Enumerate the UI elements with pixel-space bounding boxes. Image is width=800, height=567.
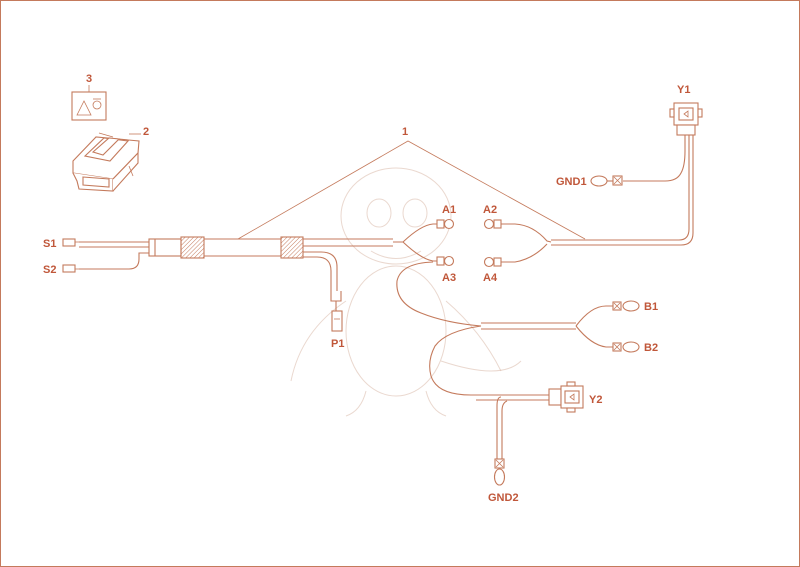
label-a3: A3: [442, 272, 456, 284]
main-harness: [79, 236, 393, 302]
label-y1: Y1: [677, 84, 690, 96]
branch-a1-a3: [393, 218, 455, 267]
rocker-switch-icon: [72, 132, 141, 192]
label-p1: P1: [331, 338, 344, 350]
part-labels: 3 2 1 S1 S2 P1 A1 A3 A2 A4 B1 B2 Y1 Y2 G…: [43, 73, 690, 504]
branch-lower: [396, 261, 613, 459]
label-gnd1: GND1: [556, 176, 587, 188]
label-2: 2: [143, 126, 149, 138]
ring-terminal-a1: [436, 218, 455, 230]
label-a1: A1: [442, 204, 456, 216]
label-1: 1: [402, 126, 408, 138]
connector-p1: [331, 301, 343, 332]
harness-leaders: [237, 140, 586, 240]
ring-terminal-b1: [612, 300, 640, 312]
label-gnd2: GND2: [488, 492, 519, 504]
ring-terminal-a3: [436, 255, 455, 267]
ring-terminal-gnd2: [493, 458, 506, 486]
label-b1: B1: [644, 301, 658, 313]
label-b2: B2: [644, 342, 658, 354]
relay-connector-y2: [548, 381, 584, 413]
label-a4: A4: [483, 272, 498, 284]
label-3: 3: [86, 73, 92, 85]
label-s1: S1: [43, 238, 56, 250]
ring-terminal-a2: [483, 218, 502, 230]
ring-terminal-b2: [612, 341, 640, 353]
watermark-mascot: [290, 167, 522, 417]
switch-symbol-icon: [71, 85, 107, 121]
label-a2: A2: [483, 204, 497, 216]
relay-connector-y1: [623, 102, 703, 182]
branch-a2-a4: [483, 131, 694, 268]
connector-s1: [62, 238, 79, 247]
connector-s2: [62, 264, 79, 273]
label-s2: S2: [43, 264, 56, 276]
ring-terminal-a4: [483, 256, 502, 268]
label-y2: Y2: [589, 394, 602, 406]
ring-terminal-gnd1: [590, 175, 623, 187]
